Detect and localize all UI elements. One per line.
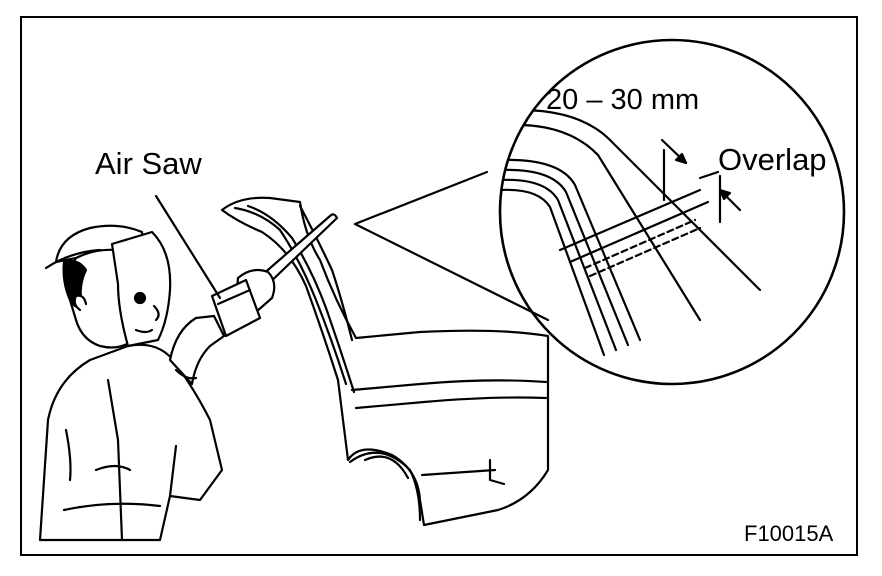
eye [133,291,147,305]
arrow-head-bottom [718,188,732,201]
magnifier-circle [498,38,846,386]
figure-code-label: F10015A [744,521,834,546]
dimension-label: 20 – 30 mm [546,84,700,116]
air-saw-label: Air Saw [95,146,202,181]
callout-line-bottom [353,222,550,322]
overlap-label: Overlap [718,142,827,177]
air-saw-leader [154,194,222,300]
overlap-leader [698,170,720,180]
arrow-head-top [674,152,688,165]
air-saw-tool [154,194,339,338]
panel-section-detail [500,108,762,357]
mechanic-figure [38,224,226,542]
callout-line-top [353,170,489,226]
detail-magnifier [353,38,846,386]
quarter-panel [220,196,550,527]
